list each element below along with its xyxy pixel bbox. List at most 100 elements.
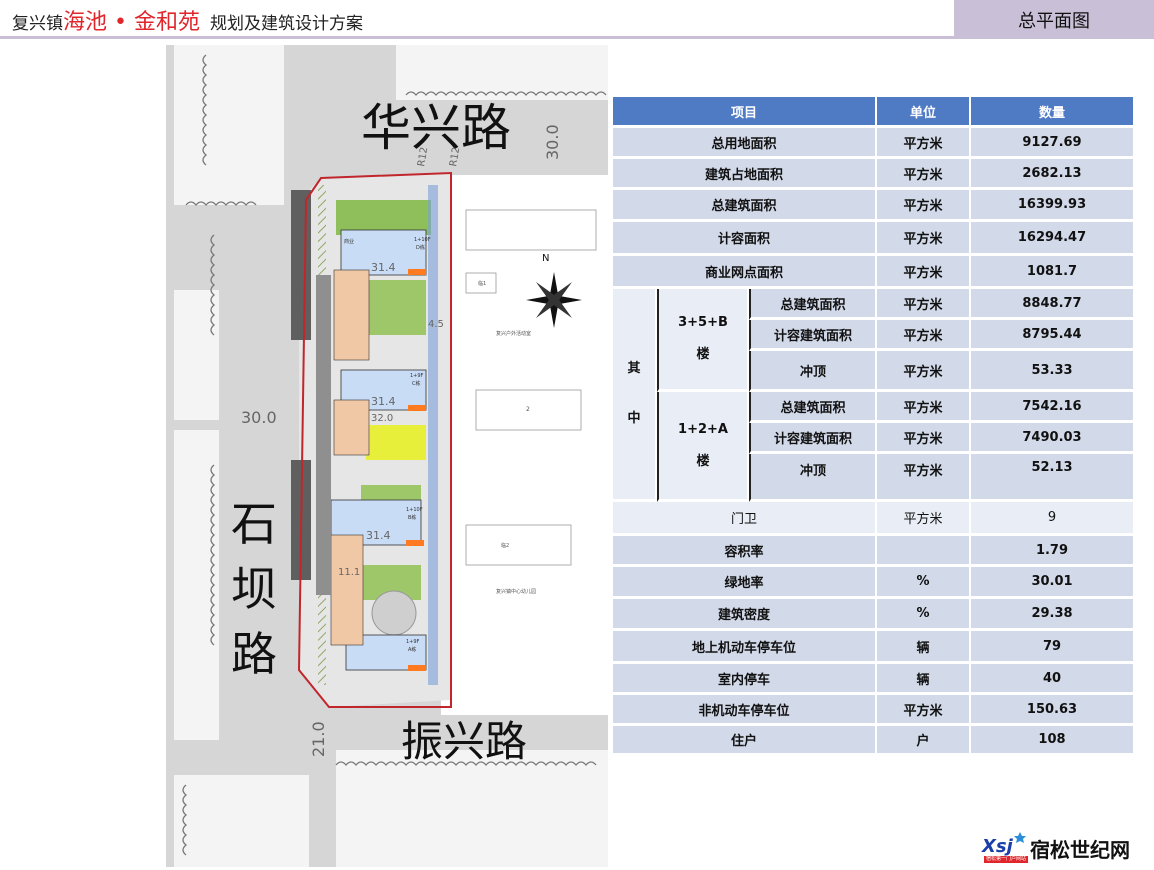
cell-unit: 平方米 <box>877 695 971 726</box>
cell-item: 总建筑面积 <box>613 190 877 222</box>
cell-unit: 平方米 <box>877 222 971 256</box>
table-row: 冲顶 平方米 53.33 <box>613 351 1135 392</box>
cell-value: 1081.7 <box>971 256 1135 289</box>
table-row: 室内停车 辆 40 <box>613 664 1135 695</box>
cell-item: 总建筑面积 <box>749 392 877 423</box>
cell-value: 8848.77 <box>971 289 1135 320</box>
logo-sub: 宿松第一门户网站 <box>984 856 1028 863</box>
door-c <box>408 405 426 411</box>
cell-value: 29.38 <box>971 599 1135 631</box>
table-row: 冲顶 平方米 52.13 <box>613 454 1135 502</box>
east-building-3 <box>475 389 582 431</box>
cell-unit: % <box>877 567 971 599</box>
header-unit: 单位 <box>877 97 971 128</box>
table-row: 计容建筑面积 平方米 8795.44 <box>613 320 1135 351</box>
site-logo[interactable]: Xsj 宿松世纪网 宿松第一门户网站 <box>980 830 1150 866</box>
cell-value: 30.01 <box>971 567 1135 599</box>
commercial-1 <box>333 269 370 361</box>
table-row: 计容建筑面积 平方米 7490.03 <box>613 423 1135 454</box>
cell-value: 40 <box>971 664 1135 695</box>
north-arrow <box>526 272 582 328</box>
cell-value: 7542.16 <box>971 392 1135 423</box>
table-row: 1+2+A楼 总建筑面积 平方米 7542.16 <box>613 392 1135 502</box>
dim-gap-2: 11.1 <box>338 567 360 578</box>
cell-item: 绿地率 <box>613 567 877 599</box>
cell-unit: 平方米 <box>877 454 971 502</box>
label-bldg-a: A栋 <box>408 646 416 653</box>
cell-item: 门卫 <box>613 502 877 536</box>
group-label: 其中 <box>627 361 641 426</box>
garden-yellow <box>366 425 426 460</box>
subgroup-label-cell: 1+2+A楼 <box>657 392 749 502</box>
east-caption-2: 复兴镇中心幼儿园 <box>496 588 536 595</box>
bldg-d <box>340 229 427 276</box>
logo-text: 宿松世纪网 <box>1030 838 1130 862</box>
shadow-1 <box>291 190 311 340</box>
cell-item: 冲顶 <box>749 454 877 502</box>
door-b <box>406 540 424 546</box>
cell-value: 16399.93 <box>971 190 1135 222</box>
table-row: 门卫 平方米 9 <box>613 502 1135 536</box>
label-bldg-d: D栋 <box>416 244 425 251</box>
cell-item: 非机动车停车位 <box>613 695 877 726</box>
table-row: 绿地率 % 30.01 <box>613 567 1135 599</box>
dim-gap-3: 4.5 <box>428 319 444 330</box>
cell-unit: 平方米 <box>877 320 971 351</box>
cell-value: 9127.69 <box>971 128 1135 159</box>
block-w1 <box>174 290 219 420</box>
door-d <box>408 269 426 275</box>
block-east <box>441 175 608 715</box>
page-label-box: 总平面图 <box>954 0 1154 38</box>
cell-item: 总建筑面积 <box>749 289 877 320</box>
header: 复兴镇海池 • 金和苑规划及建筑设计方案 总平面图 <box>0 0 1154 38</box>
dim-radius-2: R12 <box>448 146 462 167</box>
cell-unit: 平方米 <box>877 256 971 289</box>
table-row: 总用地面积 平方米 9127.69 <box>613 128 1135 159</box>
cell-item: 建筑占地面积 <box>613 159 877 190</box>
title-suffix: 规划及建筑设计方案 <box>209 14 363 34</box>
site-boundary <box>297 171 452 708</box>
dim-bldg-d: 31.4 <box>371 261 396 274</box>
cell-value: 1.79 <box>971 536 1135 567</box>
cell-value: 150.63 <box>971 695 1135 726</box>
plaza-circle <box>371 590 417 636</box>
title-emphasis: 海池 • 金和苑 <box>63 10 200 35</box>
cell-unit: 辆 <box>877 631 971 664</box>
east-building-2 <box>465 272 497 294</box>
cell-item: 计容建筑面积 <box>749 423 877 454</box>
cell-unit <box>877 536 971 567</box>
table-header-row: 项目 单位 数量 <box>613 97 1135 128</box>
table-row: 住户 户 108 <box>613 726 1135 756</box>
cell-unit: % <box>877 599 971 631</box>
tree-rows <box>182 54 607 856</box>
block-se <box>336 750 608 867</box>
subgroup-label: 1+2+A楼 <box>678 421 728 469</box>
east-building-1 <box>465 209 597 251</box>
road-west-char-1: 石 <box>231 497 277 551</box>
header-value: 数量 <box>971 97 1135 128</box>
block-sw <box>174 775 309 867</box>
logo-icon: Xsj <box>981 832 1026 857</box>
road-west-char-3: 路 <box>231 627 277 681</box>
dim-west: 30.0 <box>241 408 277 427</box>
commercial-3 <box>330 534 364 646</box>
access-road <box>316 275 331 595</box>
cell-value: 2682.13 <box>971 159 1135 190</box>
site-plan: N 华兴路 振兴路 石 坝 路 30.0 30.0 21.0 R12 R12 3… <box>166 45 608 867</box>
block-n <box>396 45 608 100</box>
table-row: 总建筑面积 平方米 16399.93 <box>613 190 1135 222</box>
cell-item: 地上机动车停车位 <box>613 631 877 664</box>
cell-item: 冲顶 <box>749 351 877 392</box>
cell-unit: 平方米 <box>877 392 971 423</box>
page-title: 复兴镇海池 • 金和苑规划及建筑设计方案 <box>12 4 363 36</box>
header-item: 项目 <box>613 97 877 128</box>
cell-unit: 平方米 <box>877 159 971 190</box>
cell-value: 52.13 <box>971 454 1135 502</box>
dim-bldg-b: 31.4 <box>366 529 391 542</box>
cell-unit: 平方米 <box>877 502 971 536</box>
table-row: 商业网点面积 平方米 1081.7 <box>613 256 1135 289</box>
cell-unit: 平方米 <box>877 190 971 222</box>
east-num: 2 <box>526 406 530 413</box>
cell-value: 108 <box>971 726 1135 756</box>
cell-unit: 平方米 <box>877 351 971 392</box>
